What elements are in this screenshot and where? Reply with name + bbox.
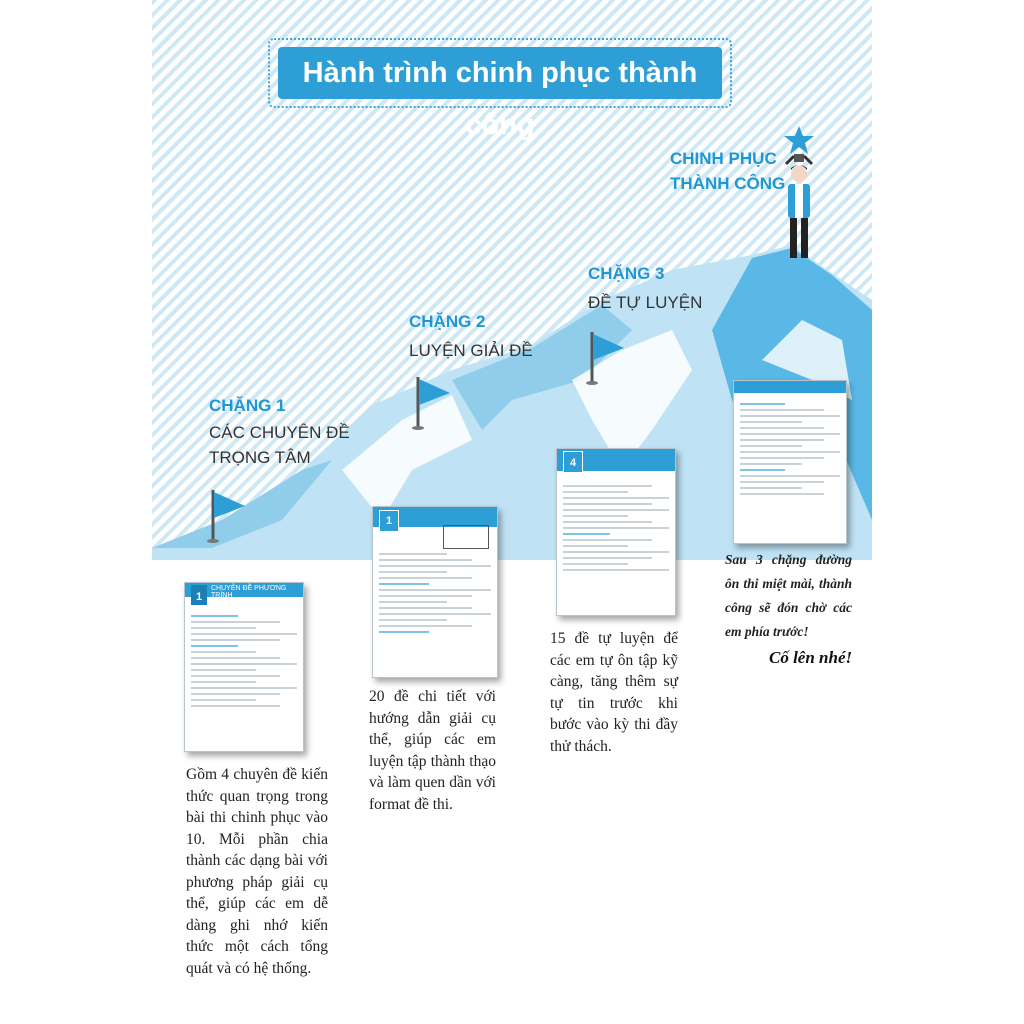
final-document-thumbnail [733,380,847,544]
stage3-description: 15 đề tự luyện để các em tự ôn tập kỹ cà… [550,630,678,755]
stage1-description: Gồm 4 chuyên đề kiến thức quan trọng tro… [186,766,328,977]
doc2-chapter-chip: 1 [379,510,399,532]
mountain-body [152,245,872,600]
final-stage-line1: CHINH PHỤC [670,149,777,168]
doc1-chapter-chip: 1 [191,585,207,605]
page-title: Hành trình chinh phục thành công [278,47,722,141]
cheer-text: Cố lên nhé! [769,648,853,667]
stage1-document-thumbnail: CHUYÊN ĐỀ PHƯƠNG TRÌNH 1 [184,582,304,752]
stage1-flag-icon [207,490,245,543]
stage1-subtitle: CÁC CHUYÊN ĐỀ TRỌNG TÂM [209,420,350,470]
stage2-flag-icon [412,377,450,430]
doc3-chapter-chip: 4 [563,451,583,473]
doc1-header: CHUYÊN ĐỀ PHƯƠNG TRÌNH [185,583,303,599]
stage2-description: 20 đề chi tiết với hướng dẫn giải cụ thể… [369,688,496,813]
stage2-document-thumbnail: 1 [372,506,498,678]
mountain-shadow-mid [452,305,632,430]
stage3-flag-icon [586,332,624,385]
stage2-subtitle: LUYỆN GIẢI ĐỀ [409,341,533,360]
stage1-subtitle-line2: TRỌNG TÂM [209,448,311,467]
trophy-star [784,126,814,154]
brochure-page: Hành trình chinh phục thành công CHINH P… [152,0,872,1024]
mountain-snow-band [342,395,472,520]
stage3-document-thumbnail: 4 [556,448,676,616]
mountain-ridge-left [152,460,332,548]
winner-person-icon [784,126,814,258]
mountain-snow-band-2 [572,330,692,470]
stage2-heading: CHẶNG 2 [409,312,486,331]
stage3-subtitle: ĐỀ TỰ LUYỆN [588,293,703,312]
stage3-heading: CHẶNG 3 [588,264,665,283]
final-stage-line2: THÀNH CÔNG [670,174,786,193]
stage1-heading: CHẶNG 1 [209,396,286,415]
title-frame: Hành trình chinh phục thành công [268,38,732,141]
stage1-subtitle-line1: CÁC CHUYÊN ĐỀ [209,423,350,442]
final-stage-heading: CHINH PHỤC THÀNH CÔNG [670,146,785,196]
final-description: Sau 3 chặng đường ôn thi miệt mài, thành… [725,552,852,639]
